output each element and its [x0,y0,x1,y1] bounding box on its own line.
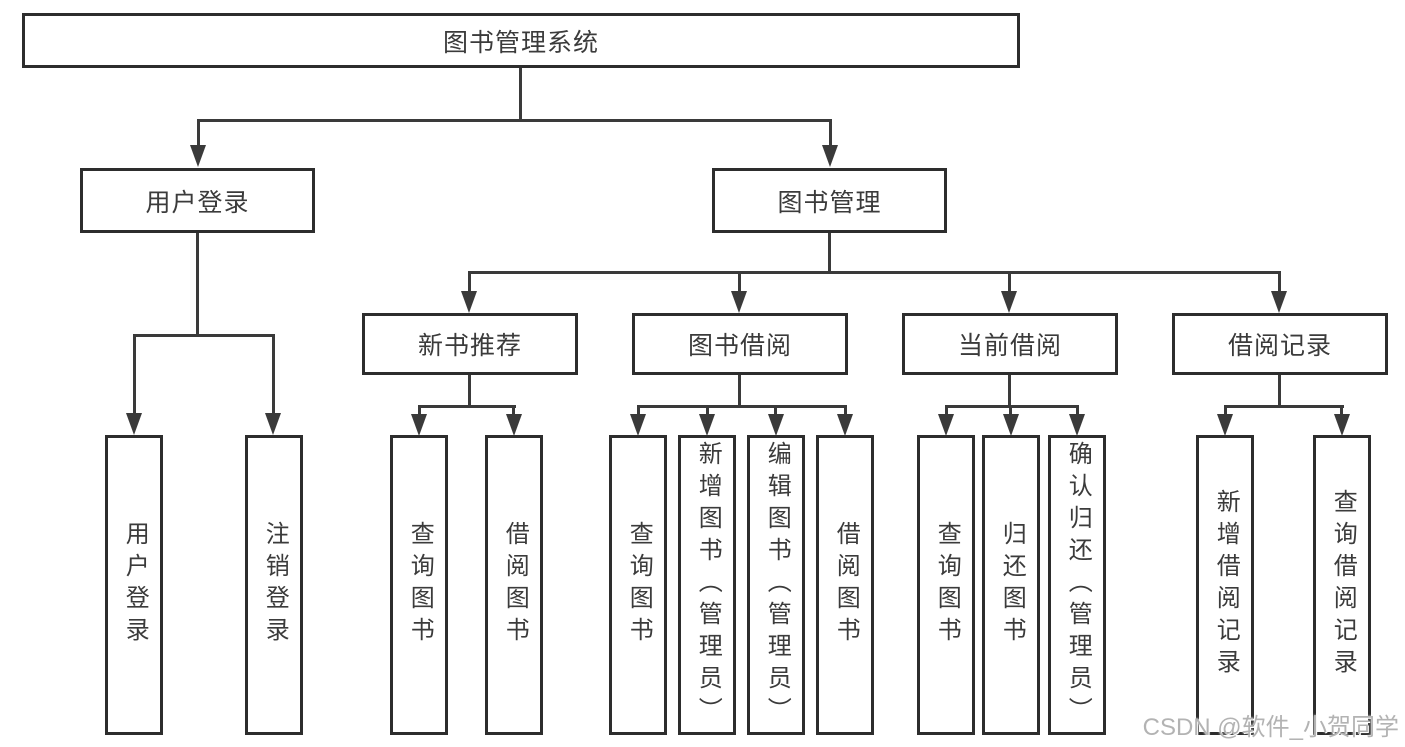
node-leaf-nb-query-books-label: 查询图书 [406,521,434,649]
arrowhead-down-icon [938,414,954,436]
node-leaf-cb-return-books-label: 归还图书 [998,521,1026,649]
connector-line [1008,375,1011,407]
arrowhead-down-icon [1271,291,1287,313]
connector-line [844,405,847,416]
arrowhead-down-icon [731,291,747,313]
node-new-book-recommend-label: 新书推荐 [417,332,522,360]
node-leaf-bb-borrow-books: 借阅图书 [816,435,874,735]
connector-line [1278,271,1281,293]
connector-line [1224,405,1227,416]
arrowhead-down-icon [265,413,281,435]
arrowhead-down-icon [1001,291,1017,313]
arrowhead-down-icon [411,414,427,436]
connector-line [418,405,516,408]
connector-line [197,119,200,147]
arrowhead-down-icon [1003,414,1019,436]
node-book-borrow: 图书借阅 [632,313,848,375]
connector-line [706,405,709,416]
connector-line [829,119,832,147]
connector-line [133,334,136,415]
node-leaf-cb-return-books: 归还图书 [982,435,1040,735]
node-leaf-br-query-record-label: 查询借阅记录 [1329,489,1357,681]
node-leaf-br-add-record-label: 新增借阅记录 [1212,489,1240,681]
arrowhead-down-icon [506,414,522,436]
node-leaf-cb-confirm-return-admin: 确认归还（管理员） [1048,435,1106,735]
connector-line [519,68,522,121]
connector-line [1278,375,1281,407]
node-leaf-user-login-label: 用户登录 [121,521,149,649]
arrowhead-down-icon [461,291,477,313]
connector-line [945,405,948,416]
watermark: CSDN @软件_小贺同学 [1142,714,1399,741]
arrowhead-down-icon [126,413,142,435]
node-leaf-cb-query-books: 查询图书 [917,435,975,735]
node-leaf-nb-borrow-books: 借阅图书 [485,435,543,735]
node-leaf-bb-add-books-admin: 新增图书（管理员） [678,435,736,735]
node-leaf-bb-edit-books-admin: 编辑图书（管理员） [747,435,805,735]
connector-line [1009,405,1012,416]
arrowhead-down-icon [822,145,838,167]
connector-line [512,405,515,416]
connector-line [272,334,275,415]
node-root: 图书管理系统 [22,13,1020,68]
node-leaf-bb-query-books: 查询图书 [609,435,667,735]
arrowhead-down-icon [1217,414,1233,436]
connector-line [196,233,199,336]
node-leaf-br-query-record: 查询借阅记录 [1313,435,1371,735]
node-user-login: 用户登录 [80,168,315,233]
connector-line [1008,271,1011,293]
node-leaf-cb-confirm-return-admin-label: 确认归还（管理员） [1064,441,1092,729]
arrowhead-down-icon [630,414,646,436]
node-leaf-cb-query-books-label: 查询图书 [933,521,961,649]
node-leaf-bb-add-books-admin-label: 新增图书（管理员） [694,441,722,729]
node-new-book-recommend: 新书推荐 [362,313,578,375]
node-leaf-user-login: 用户登录 [105,435,163,735]
node-current-borrow-label: 当前借阅 [957,332,1062,360]
node-book-management: 图书管理 [712,168,947,233]
connector-line [133,334,275,337]
node-root-label: 图书管理系统 [442,28,599,57]
connector-line [418,405,421,416]
node-leaf-bb-query-books-label: 查询图书 [625,521,653,649]
connector-line [468,271,471,293]
node-leaf-bb-edit-books-admin-label: 编辑图书（管理员） [763,441,791,729]
node-current-borrow: 当前借阅 [902,313,1118,375]
connector-line [828,233,831,273]
connector-line [738,271,741,293]
connector-line [1340,405,1343,416]
node-book-management-label: 图书管理 [777,188,882,217]
node-leaf-nb-borrow-books-label: 借阅图书 [501,521,529,649]
connector-line [1224,405,1344,408]
connector-line [774,405,777,416]
arrowhead-down-icon [190,145,206,167]
arrowhead-down-icon [699,414,715,436]
connector-line [945,405,1079,408]
connector-line [468,271,1281,274]
node-borrow-records-label: 借阅记录 [1227,332,1332,360]
node-borrow-records: 借阅记录 [1172,313,1388,375]
node-leaf-br-add-record: 新增借阅记录 [1196,435,1254,735]
arrowhead-down-icon [768,414,784,436]
node-book-borrow-label: 图书借阅 [687,332,792,360]
connector-line [637,405,847,408]
connector-line [468,375,471,407]
connector-line [637,405,640,416]
node-user-login-label: 用户登录 [145,188,250,217]
node-leaf-nb-query-books: 查询图书 [390,435,448,735]
node-leaf-bb-borrow-books-label: 借阅图书 [832,521,860,649]
arrowhead-down-icon [837,414,853,436]
node-leaf-logout-login-label: 注销登录 [261,521,289,649]
arrowhead-down-icon [1069,414,1085,436]
connector-line [1076,405,1079,416]
arrowhead-down-icon [1334,414,1350,436]
connector-line [738,375,741,407]
connector-line [197,119,832,122]
node-leaf-logout-login: 注销登录 [245,435,303,735]
